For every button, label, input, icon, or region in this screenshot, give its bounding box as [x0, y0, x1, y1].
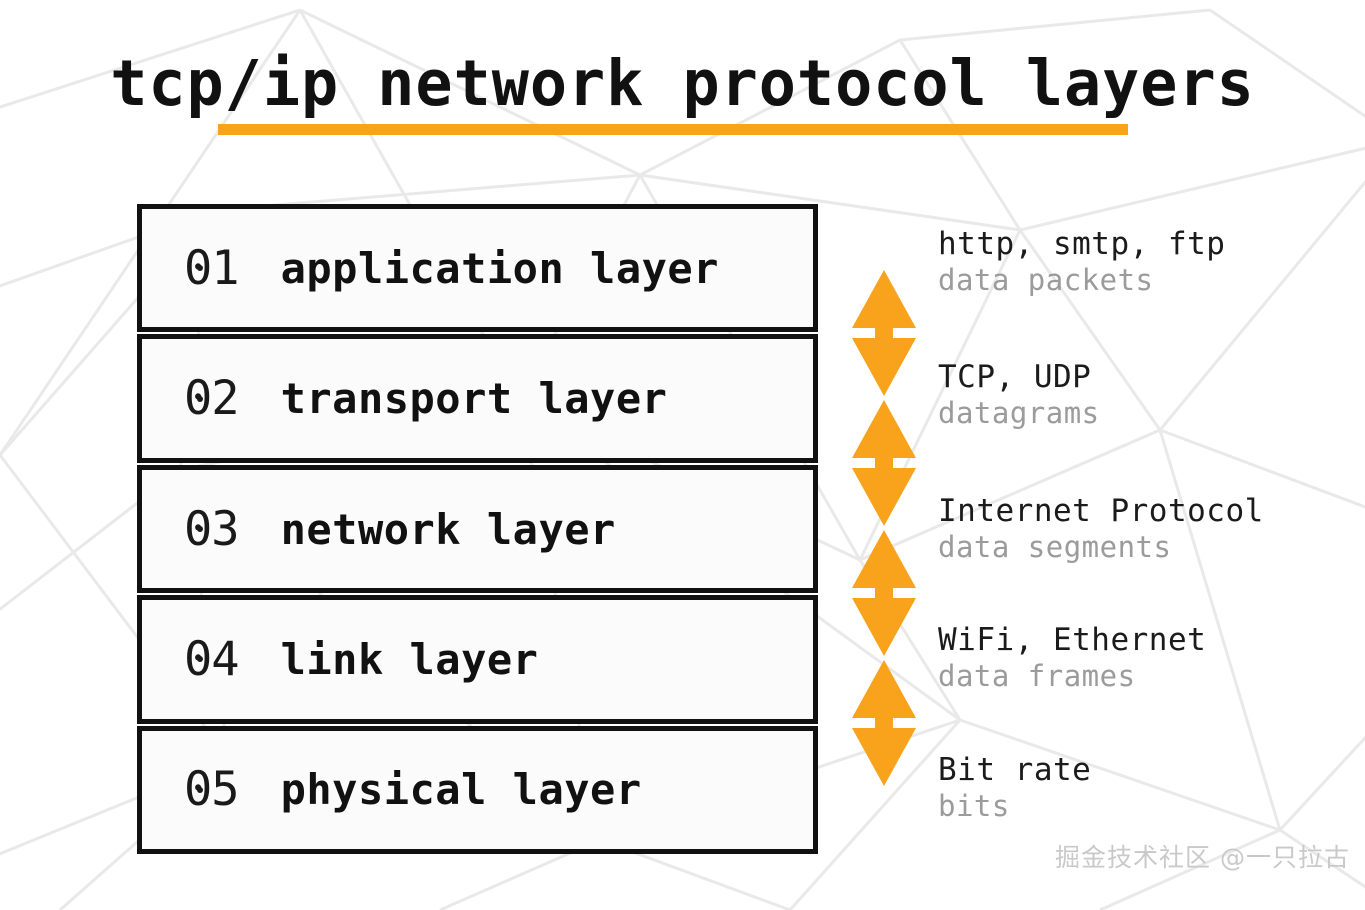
annotation-data-unit: data packets — [938, 262, 1154, 297]
layer-row-link[interactable]: 04 link layer — [137, 595, 818, 724]
layer-name: application layer — [280, 243, 719, 293]
layer-number: 02 — [184, 371, 240, 427]
layer-number: 03 — [184, 501, 240, 557]
annotation-protocols: TCP, UDP — [938, 359, 1092, 395]
layer-name: link layer — [280, 634, 539, 684]
annotation-data-unit: datagrams — [938, 395, 1100, 430]
double-headed-vertical-arrow-icon — [852, 400, 916, 526]
layer-number: 04 — [184, 631, 240, 687]
protocol-layer-stack: 01 application layer 02 transport layer … — [137, 204, 818, 855]
double-headed-vertical-arrow-icon — [852, 530, 916, 656]
annotation-data-unit: data frames — [938, 658, 1136, 693]
annotation-protocols: Internet Protocol — [938, 493, 1264, 529]
title-block: tcp/ip network protocol layers — [0, 52, 1365, 115]
annotation-transport: TCP, UDP datagrams — [938, 359, 1100, 430]
layer-name: transport layer — [280, 374, 668, 424]
title-underline-accent — [218, 124, 1128, 135]
annotation-protocols: http, smtp, ftp — [938, 226, 1226, 262]
layer-name: physical layer — [280, 765, 642, 815]
layer-number: 05 — [184, 762, 240, 818]
layer-row-network[interactable]: 03 network layer — [137, 464, 818, 594]
annotation-protocols: WiFi, Ethernet — [938, 622, 1207, 658]
annotation-protocols: Bit rate — [938, 752, 1092, 788]
layer-row-transport[interactable]: 02 transport layer — [137, 334, 818, 463]
annotation-link: WiFi, Ethernet data frames — [938, 622, 1206, 693]
annotation-physical: Bit rate bits — [938, 752, 1091, 823]
double-headed-vertical-arrow-icon — [852, 660, 916, 786]
double-headed-vertical-arrow-icon — [852, 270, 916, 396]
annotation-data-unit: data segments — [938, 529, 1172, 564]
page-title: tcp/ip network protocol layers — [110, 47, 1255, 120]
annotation-application: http, smtp, ftp data packets — [938, 226, 1225, 297]
annotation-network: Internet Protocol data segments — [938, 493, 1264, 564]
layer-number: 01 — [184, 240, 240, 296]
layer-row-application[interactable]: 01 application layer — [137, 204, 818, 333]
layer-name: network layer — [280, 504, 616, 554]
watermark: 掘金技术社区 @一只拉古 — [1055, 843, 1350, 872]
layer-transition-arrow-column — [852, 270, 916, 786]
layer-row-physical[interactable]: 05 physical layer — [137, 725, 818, 855]
annotation-data-unit: bits — [938, 788, 1010, 823]
